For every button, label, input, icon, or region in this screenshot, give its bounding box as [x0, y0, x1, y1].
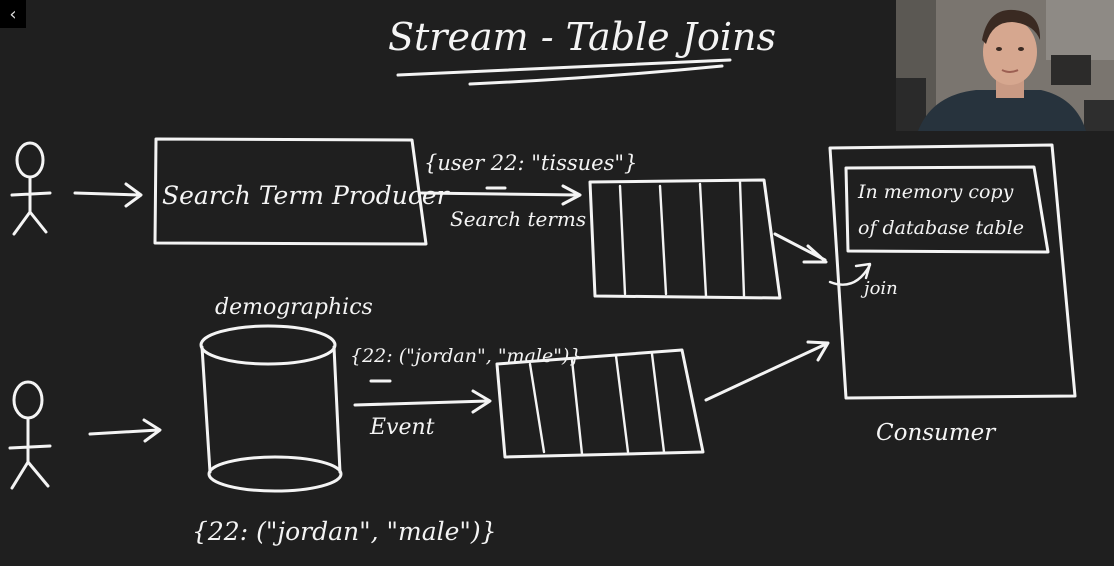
- demographics-label: demographics: [215, 295, 373, 320]
- arrow-topic-to-consumer: [773, 232, 828, 264]
- presenter-webcam: [896, 0, 1114, 131]
- consumer-label: Consumer: [876, 420, 997, 446]
- user-stick-figure-top: [10, 141, 52, 236]
- arrow-demo-topic-to-consumer: [704, 340, 830, 402]
- memory-box-line-2: of database table: [858, 217, 1024, 239]
- diagram-title: Stream - Table Joins: [388, 15, 776, 59]
- demographics-database: [199, 324, 343, 493]
- title-underline: [396, 58, 732, 77]
- database-record: {22: ("jordan", "male")}: [192, 517, 497, 546]
- search-terms-topic: [588, 178, 782, 300]
- join-arrow: [828, 262, 872, 286]
- in-memory-copy-box: [844, 165, 1050, 254]
- arrow-producer-to-topic: [420, 184, 582, 206]
- search-terms-label: Search terms: [450, 207, 586, 231]
- join-label: join: [860, 278, 898, 299]
- search-term-producer-box: [153, 137, 428, 246]
- event-label: Event: [369, 415, 435, 440]
- producer-label: Search Term Producer: [162, 181, 451, 210]
- chevron-left-icon: ‹: [9, 3, 17, 25]
- arrow-database-to-topic: [353, 389, 492, 414]
- demographics-event-text: {22: ("jordan", "male")}: [350, 345, 581, 367]
- arrow-user-to-database: [88, 418, 162, 443]
- consumer-box: [828, 143, 1077, 400]
- back-button[interactable]: ‹: [0, 0, 26, 28]
- search-event-text: {user 22: "tissues"}: [424, 151, 637, 175]
- arrow-user-to-producer: [73, 182, 143, 208]
- user-stick-figure-bottom: [8, 380, 52, 490]
- title-underline-2: [468, 64, 724, 86]
- demographics-topic: [495, 348, 705, 459]
- memory-box-line-1: In memory copy: [857, 181, 1014, 203]
